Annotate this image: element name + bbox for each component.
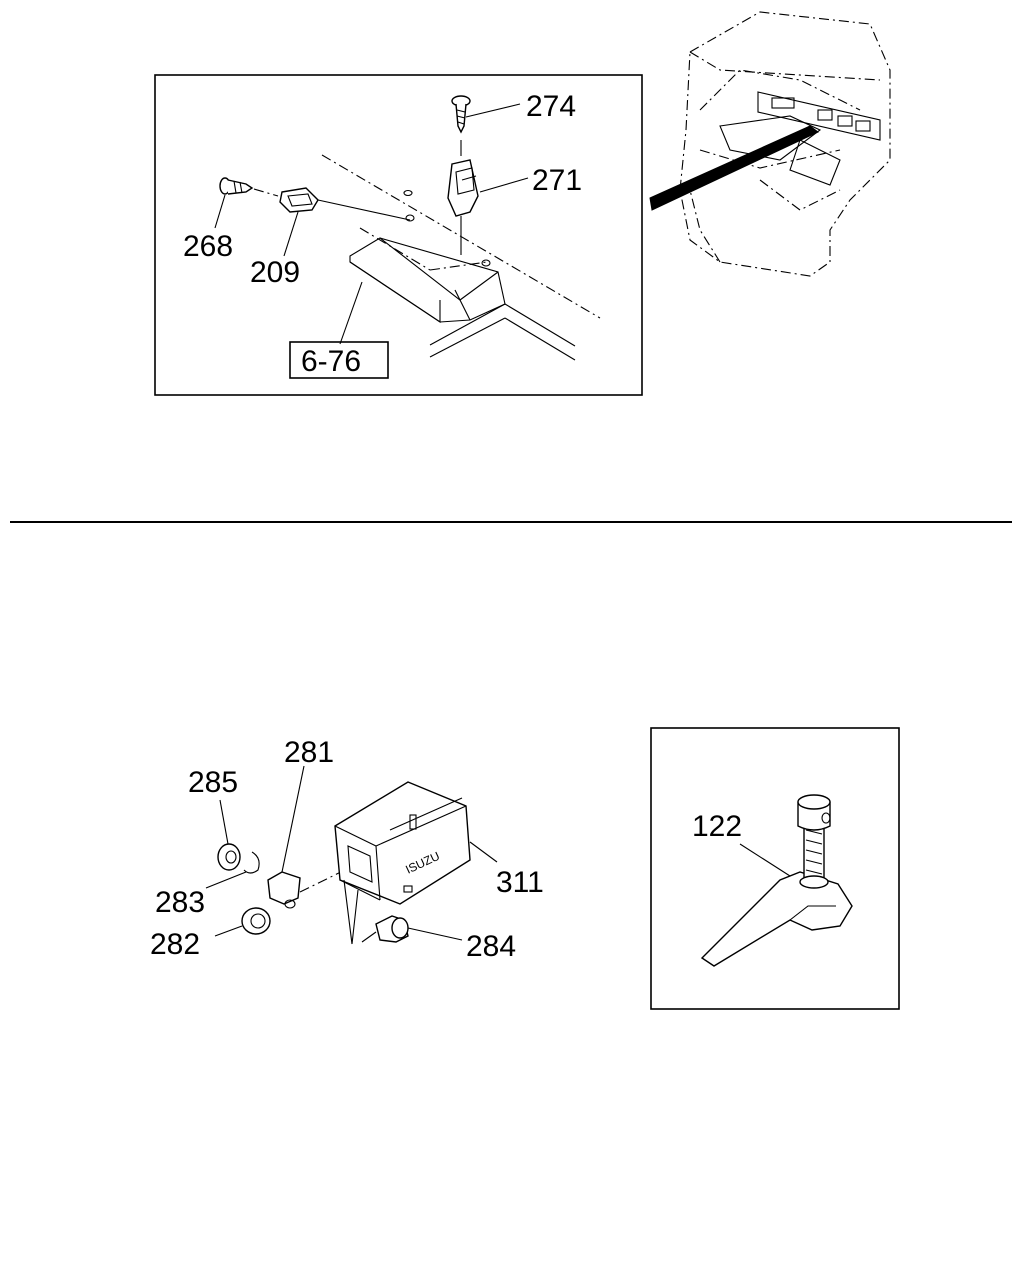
callout-283: 283 [155, 886, 205, 919]
arrow-284-a [351, 889, 359, 945]
reference-label: 6-76 [301, 345, 361, 378]
callout-268: 268 [183, 230, 233, 263]
leader-268 [214, 194, 226, 229]
leader-283 [205, 871, 247, 889]
arrow-284-b [343, 879, 353, 945]
leader-282 [214, 925, 243, 937]
clip-nut-209-icon [279, 187, 411, 221]
fuse-box-311-icon: ISUZU [334, 781, 471, 905]
top-detail-inset: 274 271 268 209 6-76 [154, 74, 643, 396]
console-detail [719, 91, 881, 186]
callout-271: 271 [532, 164, 582, 197]
reference-box [289, 341, 389, 379]
clip-271-icon [447, 159, 479, 255]
callout-311: 311 [496, 866, 544, 899]
callout-274: 274 [526, 90, 576, 123]
mount-hole [405, 214, 415, 222]
leader-284 [407, 927, 463, 941]
tool-inset-frame [650, 727, 900, 1010]
leader-122 [739, 843, 791, 877]
bolt-284-icon [361, 915, 409, 943]
leader-274 [465, 103, 521, 118]
mount-hole [403, 189, 413, 197]
nut-285-icon [217, 843, 241, 871]
callout-122: 122 [692, 810, 742, 843]
callout-282: 282 [150, 928, 200, 961]
cab-overview [649, 11, 891, 277]
leader-ref [339, 281, 363, 345]
tool-inset: 122 [650, 727, 900, 1010]
bracket-281-icon [267, 869, 346, 909]
panel-edge-inner-2 [429, 261, 488, 271]
washer-283-icon [243, 851, 260, 874]
leader-285 [219, 799, 229, 845]
screw-274-icon [451, 95, 471, 156]
leader-209 [283, 211, 299, 257]
callout-284: 284 [466, 930, 516, 963]
callout-281: 281 [284, 736, 334, 769]
grommet-282-icon [241, 907, 271, 935]
inset-frame [154, 74, 643, 396]
callout-pointer [649, 125, 819, 211]
callout-209: 209 [250, 256, 300, 289]
callout-285: 285 [188, 766, 238, 799]
mount-hole [481, 259, 491, 267]
leader-271 [479, 177, 529, 193]
leader-311 [469, 841, 498, 863]
fuse-box-assembly: 285 283 281 282 ISUZU [150, 736, 544, 963]
screw-268-icon [219, 177, 279, 197]
leader-281 [281, 765, 305, 873]
housing-block [349, 237, 576, 361]
